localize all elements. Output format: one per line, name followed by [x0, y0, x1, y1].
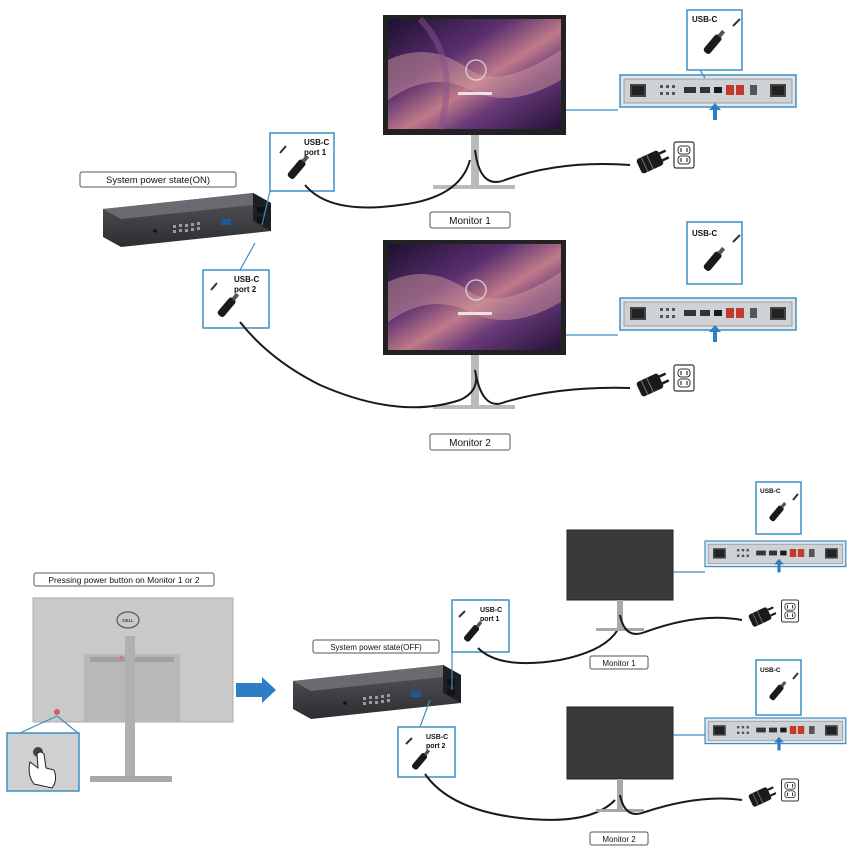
usbc-label: USB-C — [692, 15, 718, 24]
power-plug-icon — [635, 369, 672, 398]
system-state-on-label: System power state(ON) — [106, 175, 210, 186]
usbc-callout-4: USB-C — [755, 659, 802, 716]
usbc-port2-label-line2: port 2 — [234, 285, 257, 294]
usbc-port1-callout: USB-C port 1 — [261, 132, 335, 226]
monitor-1-off-label-box — [589, 655, 649, 670]
wall-outlet-icon — [673, 141, 695, 169]
dock-station-bottom — [293, 665, 461, 719]
wall-outlet-icon — [673, 364, 695, 392]
monitor-2-off — [566, 706, 674, 812]
wall-outlet-icon — [780, 599, 800, 623]
screen-logo-icon — [465, 59, 487, 81]
monitor-2-label: Monitor 2 — [449, 438, 491, 449]
bottom-scene: Pressing power button on Monitor 1 or 2 … — [6, 481, 847, 846]
dell-logo-text: DELL — [122, 618, 134, 623]
usbc-label: USB-C — [760, 488, 781, 495]
monitor-1-screen — [388, 19, 561, 129]
rear-panel-4 — [704, 717, 847, 745]
usbc-label: USB-C — [760, 667, 781, 674]
power-button[interactable] — [54, 709, 60, 715]
hand-press-icon — [28, 751, 57, 789]
monitor-back-stand — [125, 636, 135, 776]
usbc-callout-3: USB-C — [755, 481, 802, 535]
rear-panel-2 — [619, 297, 797, 331]
rear-panel-1 — [619, 74, 797, 108]
system-state-off-box — [312, 639, 440, 654]
monitor-2-off-label-box — [589, 831, 649, 846]
usbc-label: USB-C — [692, 229, 718, 238]
monitor-1-label: Monitor 1 — [449, 216, 491, 227]
usbc-port2-bottom-line1: USB-C — [426, 734, 448, 741]
monitor-1-stand — [471, 135, 479, 185]
pressing-label-box — [33, 572, 215, 587]
usbc-port1-label-line2: port 1 — [304, 148, 327, 157]
dock-station-top — [103, 193, 271, 247]
usbc-callout-2: USB-C — [686, 221, 743, 285]
right-arrow-icon — [236, 677, 276, 703]
monitor-2-off-label: Monitor 2 — [602, 835, 636, 844]
usbc-port2-callout: USB-C port 2 — [202, 242, 270, 329]
usbc-port1-bottom-line1: USB-C — [480, 607, 502, 614]
monitor-1-on — [383, 15, 566, 189]
usbc-port1-bottom-line2: port 1 — [480, 616, 500, 623]
pressing-label: Pressing power button on Monitor 1 or 2 — [48, 575, 199, 585]
monitor-2-label-box — [429, 433, 511, 451]
monitor-1-off-label: Monitor 1 — [602, 659, 636, 668]
monitor-2-screen — [388, 244, 561, 350]
system-state-off-label: System power state(OFF) — [330, 643, 422, 652]
dell-logo — [116, 611, 140, 629]
monitor-1-label-box — [429, 211, 511, 229]
monitor-2-stand — [471, 355, 479, 405]
usbc-port2-bottom-line2: port 2 — [426, 743, 446, 750]
usbc-port2-callout-bottom: USB-C port 2 — [397, 699, 456, 778]
power-plug-icon — [747, 783, 778, 808]
usbc-callout-1: USB-C — [686, 9, 743, 79]
wall-outlet-icon — [780, 778, 800, 802]
usbc-port1-label-line1: USB-C — [304, 138, 330, 147]
usbc-port2-label-line1: USB-C — [234, 275, 260, 284]
system-state-on-box — [79, 171, 237, 188]
monitor-back-view: DELL — [32, 597, 234, 782]
power-plug-icon — [747, 603, 778, 628]
power-button-callout — [6, 715, 80, 792]
top-scene: USB-C Monitor 1 System power state(ON) U… — [79, 9, 797, 451]
usbc-port1-callout-bottom: USB-C port 1 — [451, 599, 510, 690]
rear-panel-3 — [704, 540, 847, 568]
monitor-2-on — [383, 240, 566, 409]
power-plug-icon — [635, 146, 672, 175]
monitor-1-off — [566, 529, 674, 631]
